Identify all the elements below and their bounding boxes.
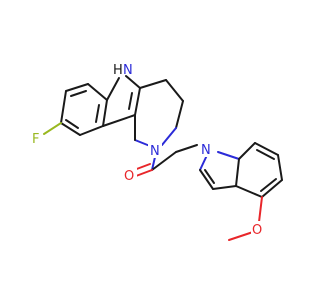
bond bbox=[102, 99, 108, 127]
atom-mask bbox=[30, 131, 43, 147]
bond bbox=[175, 144, 198, 153]
bond bbox=[65, 83, 89, 92]
bond bbox=[70, 90, 87, 97]
bond bbox=[199, 169, 214, 190]
atom-label-indole-n: N bbox=[201, 143, 211, 158]
bond bbox=[135, 169, 153, 177]
bond bbox=[235, 185, 263, 198]
bond bbox=[60, 90, 67, 124]
bond bbox=[134, 87, 141, 116]
bond bbox=[254, 142, 279, 156]
atom-mask bbox=[148, 142, 162, 158]
bond bbox=[256, 149, 275, 160]
atom-label-layer: H N N N O O F bbox=[30, 63, 265, 238]
molecule-structure: H N N N O O F bbox=[30, 63, 283, 241]
atom-label-h: H bbox=[113, 63, 123, 78]
bond bbox=[151, 151, 177, 171]
bond bbox=[43, 122, 62, 135]
atom-label-carbonyl-o: O bbox=[124, 169, 134, 184]
atom-mask bbox=[251, 221, 265, 237]
bond bbox=[212, 185, 237, 190]
bond bbox=[260, 178, 277, 192]
bond bbox=[204, 169, 215, 184]
bond bbox=[95, 104, 100, 123]
atom-label-f: F bbox=[32, 132, 39, 147]
bond bbox=[228, 231, 254, 241]
bond bbox=[65, 119, 79, 129]
atom-label-ring-n: N bbox=[150, 144, 160, 159]
atom-label-methoxy-o: O bbox=[252, 223, 262, 238]
bond bbox=[134, 139, 151, 147]
bond bbox=[261, 179, 283, 198]
bond bbox=[238, 142, 256, 160]
bond bbox=[60, 122, 81, 136]
bond bbox=[79, 125, 104, 136]
bond bbox=[277, 154, 283, 181]
bond bbox=[161, 127, 177, 146]
bond-layer bbox=[43, 75, 283, 241]
atom-label-nh: N bbox=[123, 63, 133, 78]
bond bbox=[235, 158, 240, 187]
bond bbox=[87, 83, 108, 101]
bond bbox=[128, 92, 133, 110]
bond bbox=[125, 75, 141, 89]
bond bbox=[151, 156, 156, 171]
bond bbox=[175, 100, 184, 129]
bond bbox=[102, 114, 136, 127]
bond bbox=[106, 77, 120, 101]
atom-mask bbox=[123, 168, 137, 184]
bond bbox=[217, 151, 240, 160]
bond bbox=[258, 196, 263, 223]
bond bbox=[165, 79, 184, 102]
atom-mask bbox=[199, 141, 214, 157]
bond bbox=[139, 79, 167, 89]
